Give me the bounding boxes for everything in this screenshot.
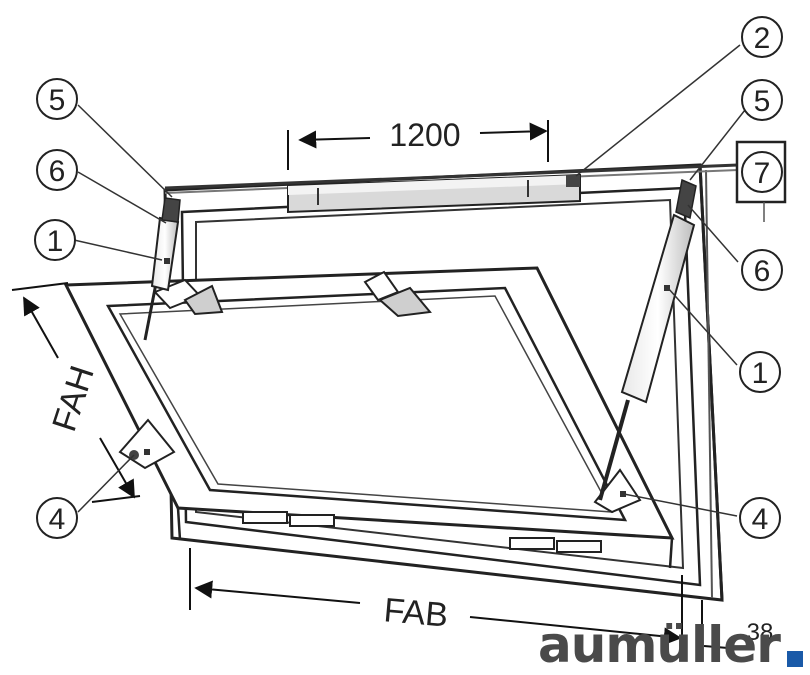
callout-1-left: 1 — [34, 219, 76, 261]
callout-7-label: 7 — [754, 157, 771, 190]
dimension-corner: 38 — [703, 619, 774, 650]
callout-1-left-label: 1 — [47, 225, 64, 258]
callout-6-left-label: 6 — [49, 155, 66, 188]
leader-lines — [73, 44, 746, 517]
callout-6-right: 6 — [741, 249, 783, 291]
callout-5-left-label: 5 — [49, 84, 66, 117]
callout-7: 7 — [741, 151, 783, 193]
callout-5-right-label: 5 — [754, 85, 771, 118]
chain-actuator — [287, 173, 581, 214]
callout-6-right-label: 6 — [754, 255, 771, 288]
callout-5-right: 5 — [741, 79, 783, 121]
corner-dimension-label: 38 — [747, 619, 774, 646]
width-dimension-label: 1200 — [389, 117, 460, 153]
callout-6-left: 6 — [36, 149, 78, 191]
gas-spring-right — [598, 178, 697, 501]
brand-square-icon — [787, 651, 803, 667]
callout-2: 2 — [741, 16, 783, 58]
brand-logo: aumüller — [538, 616, 781, 674]
callout-4-right-label: 4 — [752, 503, 769, 536]
fah-dimension-label: FAH — [45, 361, 102, 436]
callout-5-left: 5 — [36, 78, 78, 120]
callout-1-right-label: 1 — [752, 357, 769, 390]
callout-4-left: 4 — [36, 497, 78, 539]
callout-1-right: 1 — [739, 351, 781, 393]
fab-dimension-label: FAB — [382, 591, 449, 634]
callout-4-right: 4 — [739, 497, 781, 539]
callout-4-left-label: 4 — [49, 503, 66, 536]
sash-brackets — [153, 270, 432, 318]
window-sash — [63, 266, 675, 569]
gas-spring-left — [143, 197, 181, 341]
dimension-fab: FAB — [189, 548, 703, 650]
dimension-width: 1200 — [287, 117, 549, 170]
callout-2-label: 2 — [754, 22, 771, 55]
